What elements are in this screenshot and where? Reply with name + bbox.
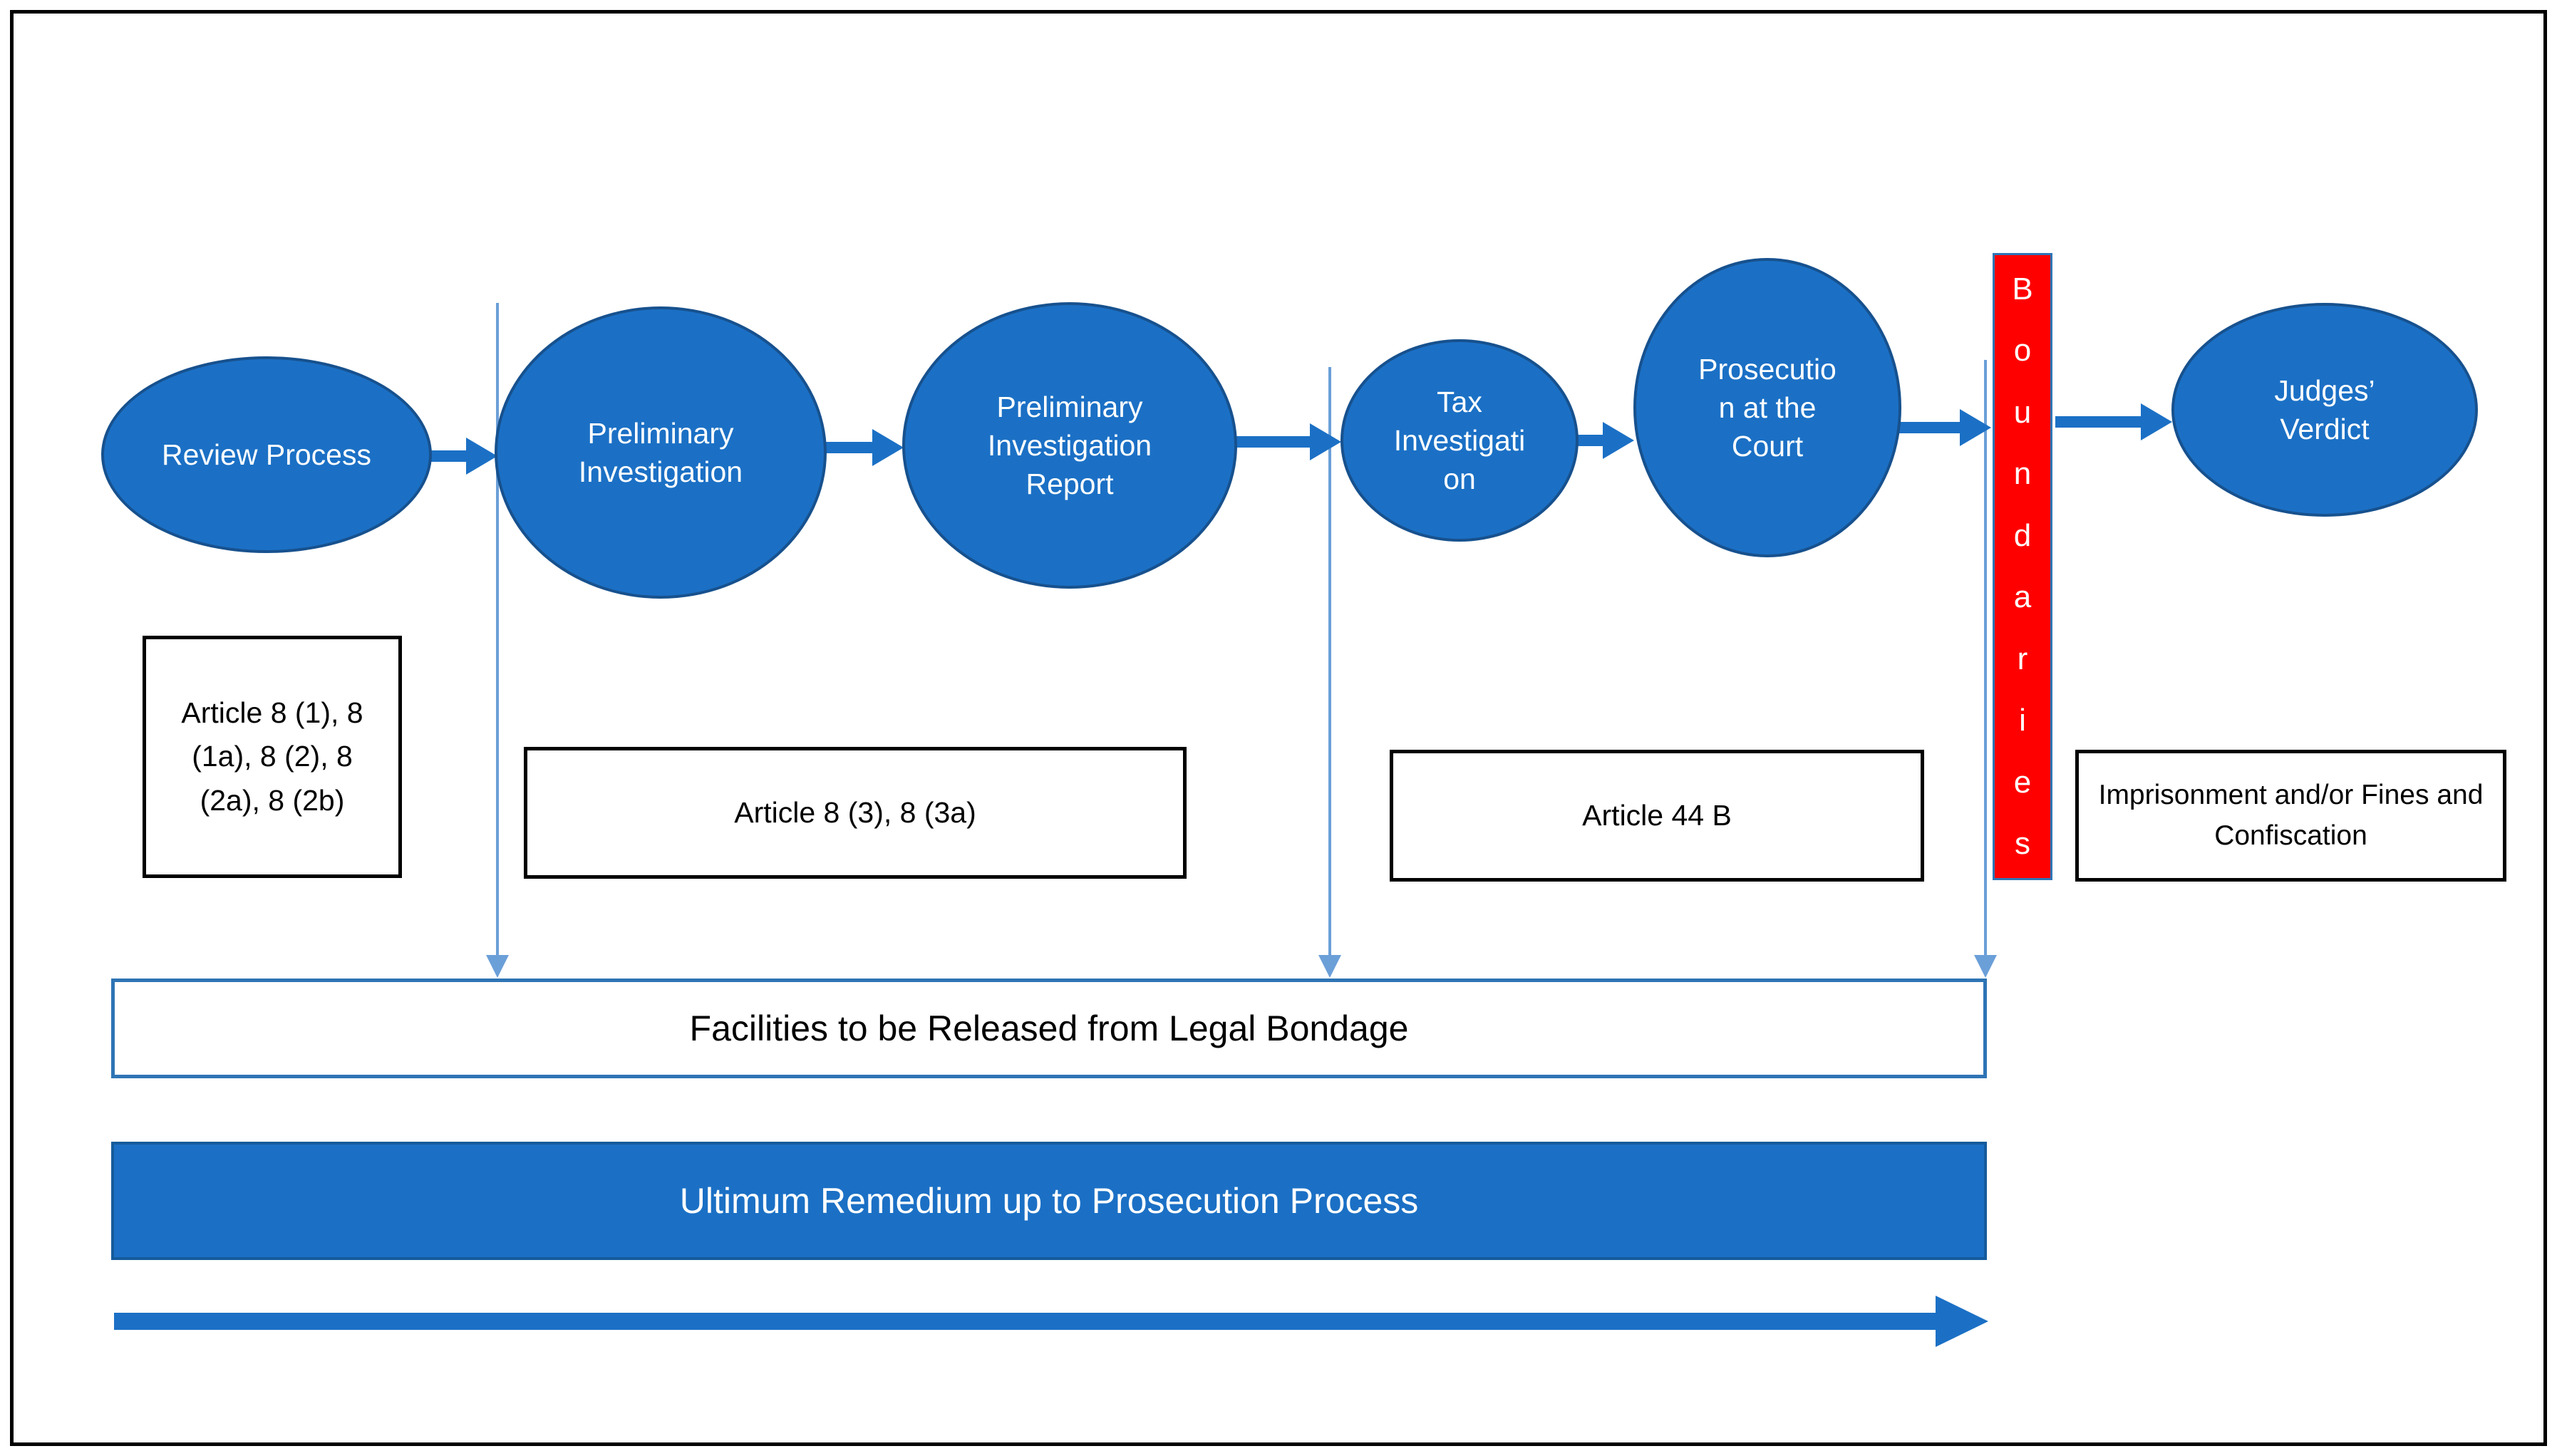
annotation-label: Article 8 (1), 8 (1a), 8 (2), 8 (2a), 8 … <box>181 696 363 817</box>
arrow-right-icon <box>1936 1296 1988 1347</box>
arrow-down-icon <box>486 955 509 978</box>
timeline-arrow-shaft <box>114 1313 1938 1330</box>
facilities-band: Facilities to be Released from Legal Bon… <box>111 979 1987 1078</box>
node-judges-verdict: Judges’ Verdict <box>2171 303 2478 517</box>
node-label: Preliminary Investigation Report <box>987 390 1152 501</box>
annotation-label: Imprisonment and/or Fines and Confiscati… <box>2098 779 2484 851</box>
boundaries-letter: u <box>2013 394 2032 430</box>
node-label: Preliminary Investigation <box>578 416 743 488</box>
boundaries-letter: d <box>2013 517 2032 553</box>
node-label: Review Process <box>162 438 371 471</box>
annotation-imprisonment: Imprisonment and/or Fines and Confiscati… <box>2075 750 2506 882</box>
node-review-process: Review Process <box>101 356 432 553</box>
node-preliminary-investigation-report: Preliminary Investigation Report <box>902 302 1237 589</box>
boundaries-letter: o <box>2013 333 2032 368</box>
facilities-label: Facilities to be Released from Legal Bon… <box>689 1008 1409 1048</box>
node-label: Prosecution at the Court <box>1698 352 1837 463</box>
node-label: Judges’ Verdict <box>2274 373 2375 445</box>
guide-line-1 <box>496 303 499 959</box>
node-label: Tax Investigation <box>1393 385 1526 496</box>
boundaries-letter: a <box>2013 579 2032 615</box>
arrow-down-icon <box>1318 955 1341 978</box>
annotation-articles-8-3: Article 8 (3), 8 (3a) <box>524 747 1187 879</box>
boundaries-letter: r <box>2017 641 2028 676</box>
node-prosecution-at-the-court: Prosecution at the Court <box>1633 258 1901 557</box>
boundaries-letter: e <box>2013 764 2032 800</box>
boundaries-letter: s <box>2015 825 2030 861</box>
outer-border <box>10 10 2547 1446</box>
boundaries-letter: n <box>2013 456 2032 492</box>
boundaries-letter: B <box>2012 272 2033 306</box>
ultimum-remedium-label: Ultimum Remedium up to Prosecution Proce… <box>679 1181 1419 1221</box>
annotation-articles-8-1: Article 8 (1), 8 (1a), 8 (2), 8 (2a), 8 … <box>143 636 402 878</box>
node-preliminary-investigation: Preliminary Investigation <box>495 306 827 599</box>
arrow-down-icon <box>1974 955 1997 978</box>
annotation-label: Article 44 B <box>1582 798 1732 832</box>
guide-line-2 <box>1328 367 1331 959</box>
ultimum-remedium-band: Ultimum Remedium up to Prosecution Proce… <box>111 1142 1987 1260</box>
guide-line-3 <box>1984 360 1987 959</box>
boundaries-bar: B o u n d a r i e s <box>1993 253 2052 880</box>
boundaries-letter: i <box>2019 703 2026 738</box>
node-tax-investigation: Tax Investigation <box>1341 339 1579 542</box>
annotation-article-44b: Article 44 B <box>1390 750 1924 882</box>
annotation-label: Article 8 (3), 8 (3a) <box>734 795 976 829</box>
